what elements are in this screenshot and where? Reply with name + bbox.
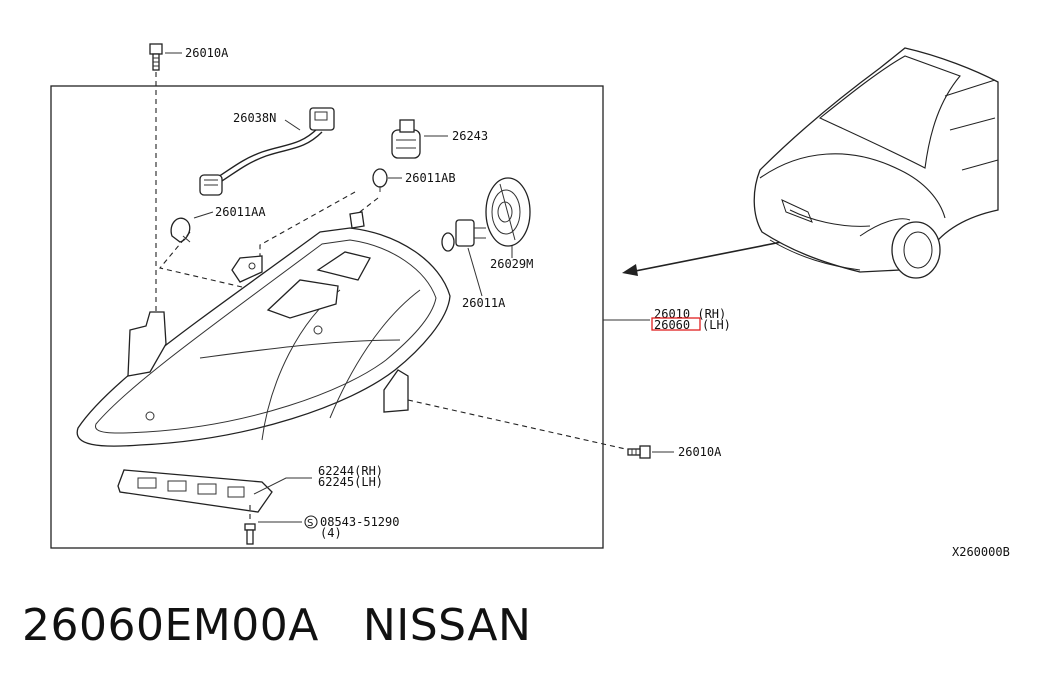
label-bracket-rh[interactable]: 62244(RH) — [318, 464, 383, 478]
bolt-top[interactable] — [149, 43, 163, 71]
brand-name: NISSAN — [362, 600, 532, 651]
part-footer: 26060EM00A NISSAN — [22, 600, 575, 651]
label-bolt-right[interactable]: 26010A — [678, 445, 722, 459]
screw-08543[interactable] — [244, 523, 256, 545]
label-bracket-lh[interactable]: 62245(LH) — [318, 475, 383, 489]
label-socket[interactable]: 26243 — [452, 129, 488, 143]
label-bulb-small[interactable]: 26011AB — [405, 171, 456, 185]
label-assy-lh-part[interactable]: 26060 — [654, 318, 690, 332]
standard-part-icon — [304, 515, 318, 529]
bulb-26011ab[interactable] — [372, 168, 388, 192]
bolt-right[interactable] — [627, 445, 651, 459]
standard-part-mark: S — [307, 518, 313, 529]
label-cap[interactable]: 26029M — [490, 257, 533, 271]
label-screw-qty: (4) — [320, 526, 342, 540]
label-bulb-side[interactable]: 26011AA — [215, 205, 266, 219]
vehicle-illustration — [753, 47, 999, 279]
label-assy-lh-suffix: (LH) — [702, 318, 731, 332]
headlamp-assembly[interactable] — [76, 211, 451, 447]
part-number: 26060EM00A — [22, 600, 319, 651]
label-screw[interactable]: 08543-51290 — [320, 515, 399, 529]
label-harness[interactable]: 26038N — [233, 111, 276, 125]
socket-26243[interactable] — [391, 119, 421, 159]
harness-26038n[interactable] — [199, 107, 335, 196]
bulb-26011a[interactable] — [441, 219, 486, 252]
highlight-box — [651, 317, 701, 331]
arrow-head-icon — [622, 264, 638, 276]
bracket-62244[interactable] — [117, 469, 273, 513]
assembly-frame — [50, 85, 604, 549]
figure-code: X260000B — [952, 545, 1010, 559]
label-bulb-main[interactable]: 26011A — [462, 296, 506, 310]
cap-26029m[interactable] — [485, 177, 531, 247]
label-bolt-top[interactable]: 26010A — [185, 46, 229, 60]
bulb-26011aa[interactable] — [170, 217, 191, 243]
